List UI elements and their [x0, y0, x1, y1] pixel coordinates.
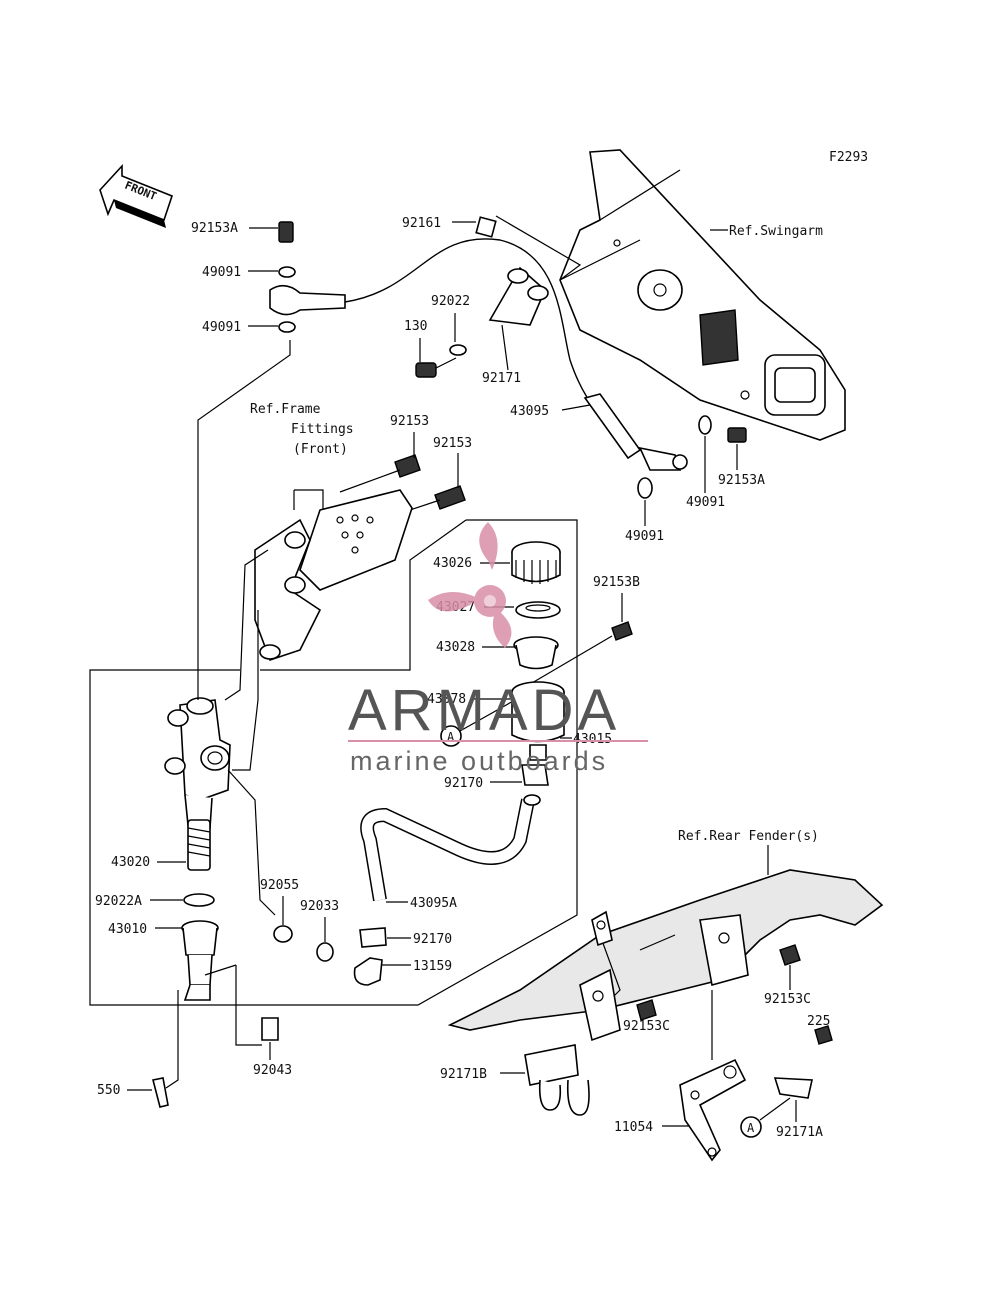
callout-a-2: A: [747, 1121, 755, 1135]
label-92153-b: 92153: [433, 436, 472, 451]
label-92055: 92055: [260, 878, 299, 893]
front-arrow-icon: FRONT: [99, 163, 173, 228]
rear-fender: [447, 869, 884, 1042]
reservoir-43015: [511, 681, 565, 761]
label-92153C-a: 92153C: [764, 992, 811, 1007]
label-92153-a: 92153: [390, 414, 429, 429]
label-43010: 43010: [108, 922, 147, 937]
label-92171: 92171: [482, 371, 521, 386]
bracket-92171: [488, 266, 549, 326]
label-43020: 43020: [111, 855, 150, 870]
label-92022A: 92022A: [95, 894, 142, 909]
label-92022: 92022: [431, 294, 470, 309]
label-92161: 92161: [402, 216, 441, 231]
label-92043: 92043: [253, 1063, 292, 1078]
label-43026: 43026: [433, 556, 472, 571]
label-92153B: 92153B: [593, 575, 640, 590]
swingarm: [559, 149, 846, 441]
ref-swingarm: Ref.Swingarm: [729, 224, 823, 239]
label-92170-bottom: 92170: [413, 932, 452, 947]
label-92153C-b: 92153C: [623, 1019, 670, 1034]
label-49091-b: 49091: [202, 320, 241, 335]
label-13159: 13159: [413, 959, 452, 974]
label-43095: 43095: [510, 404, 549, 419]
label-130: 130: [404, 319, 427, 334]
label-92153A-top: 92153A: [191, 221, 238, 236]
watermark-tagline: marine outboards: [350, 746, 608, 776]
clamp-92171B: [524, 1044, 590, 1116]
piston-43020: [187, 819, 211, 871]
label-43095A: 43095A: [410, 896, 457, 911]
label-92170-top: 92170: [444, 776, 483, 791]
ref-frame-line1: Ref.Frame: [250, 402, 321, 417]
bracket-11054: [679, 1058, 747, 1162]
label-43015: 43015: [573, 732, 612, 747]
label-49091-d: 49091: [625, 529, 664, 544]
propeller-logo-icon: [428, 522, 512, 648]
label-92171B: 92171B: [440, 1067, 487, 1082]
reservoir-cap-43026: [511, 541, 561, 584]
frame-bracket: [254, 489, 413, 662]
ref-frame-line2: Fittings: [291, 422, 354, 437]
label-92171A: 92171A: [776, 1125, 823, 1140]
ref-frame-line3: (Front): [293, 442, 348, 457]
label-43078: 43078: [427, 692, 466, 707]
watermark-underline: [348, 740, 648, 742]
label-92153A-right: 92153A: [718, 473, 765, 488]
figure-code: F2293: [829, 150, 868, 165]
label-225: 225: [807, 1014, 830, 1029]
master-cylinder: [164, 697, 231, 829]
label-43028: 43028: [436, 640, 475, 655]
watermark-brand: ARMADA: [348, 678, 620, 743]
label-550: 550: [97, 1083, 120, 1098]
label-49091-a: 49091: [202, 265, 241, 280]
ref-rear-fender: Ref.Rear Fender(s): [678, 829, 819, 844]
label-49091-c: 49091: [686, 495, 725, 510]
callout-a-1: A: [447, 730, 455, 744]
label-92033: 92033: [300, 899, 339, 914]
pushrod-43010: [181, 920, 219, 1001]
label-11054: 11054: [614, 1120, 653, 1135]
